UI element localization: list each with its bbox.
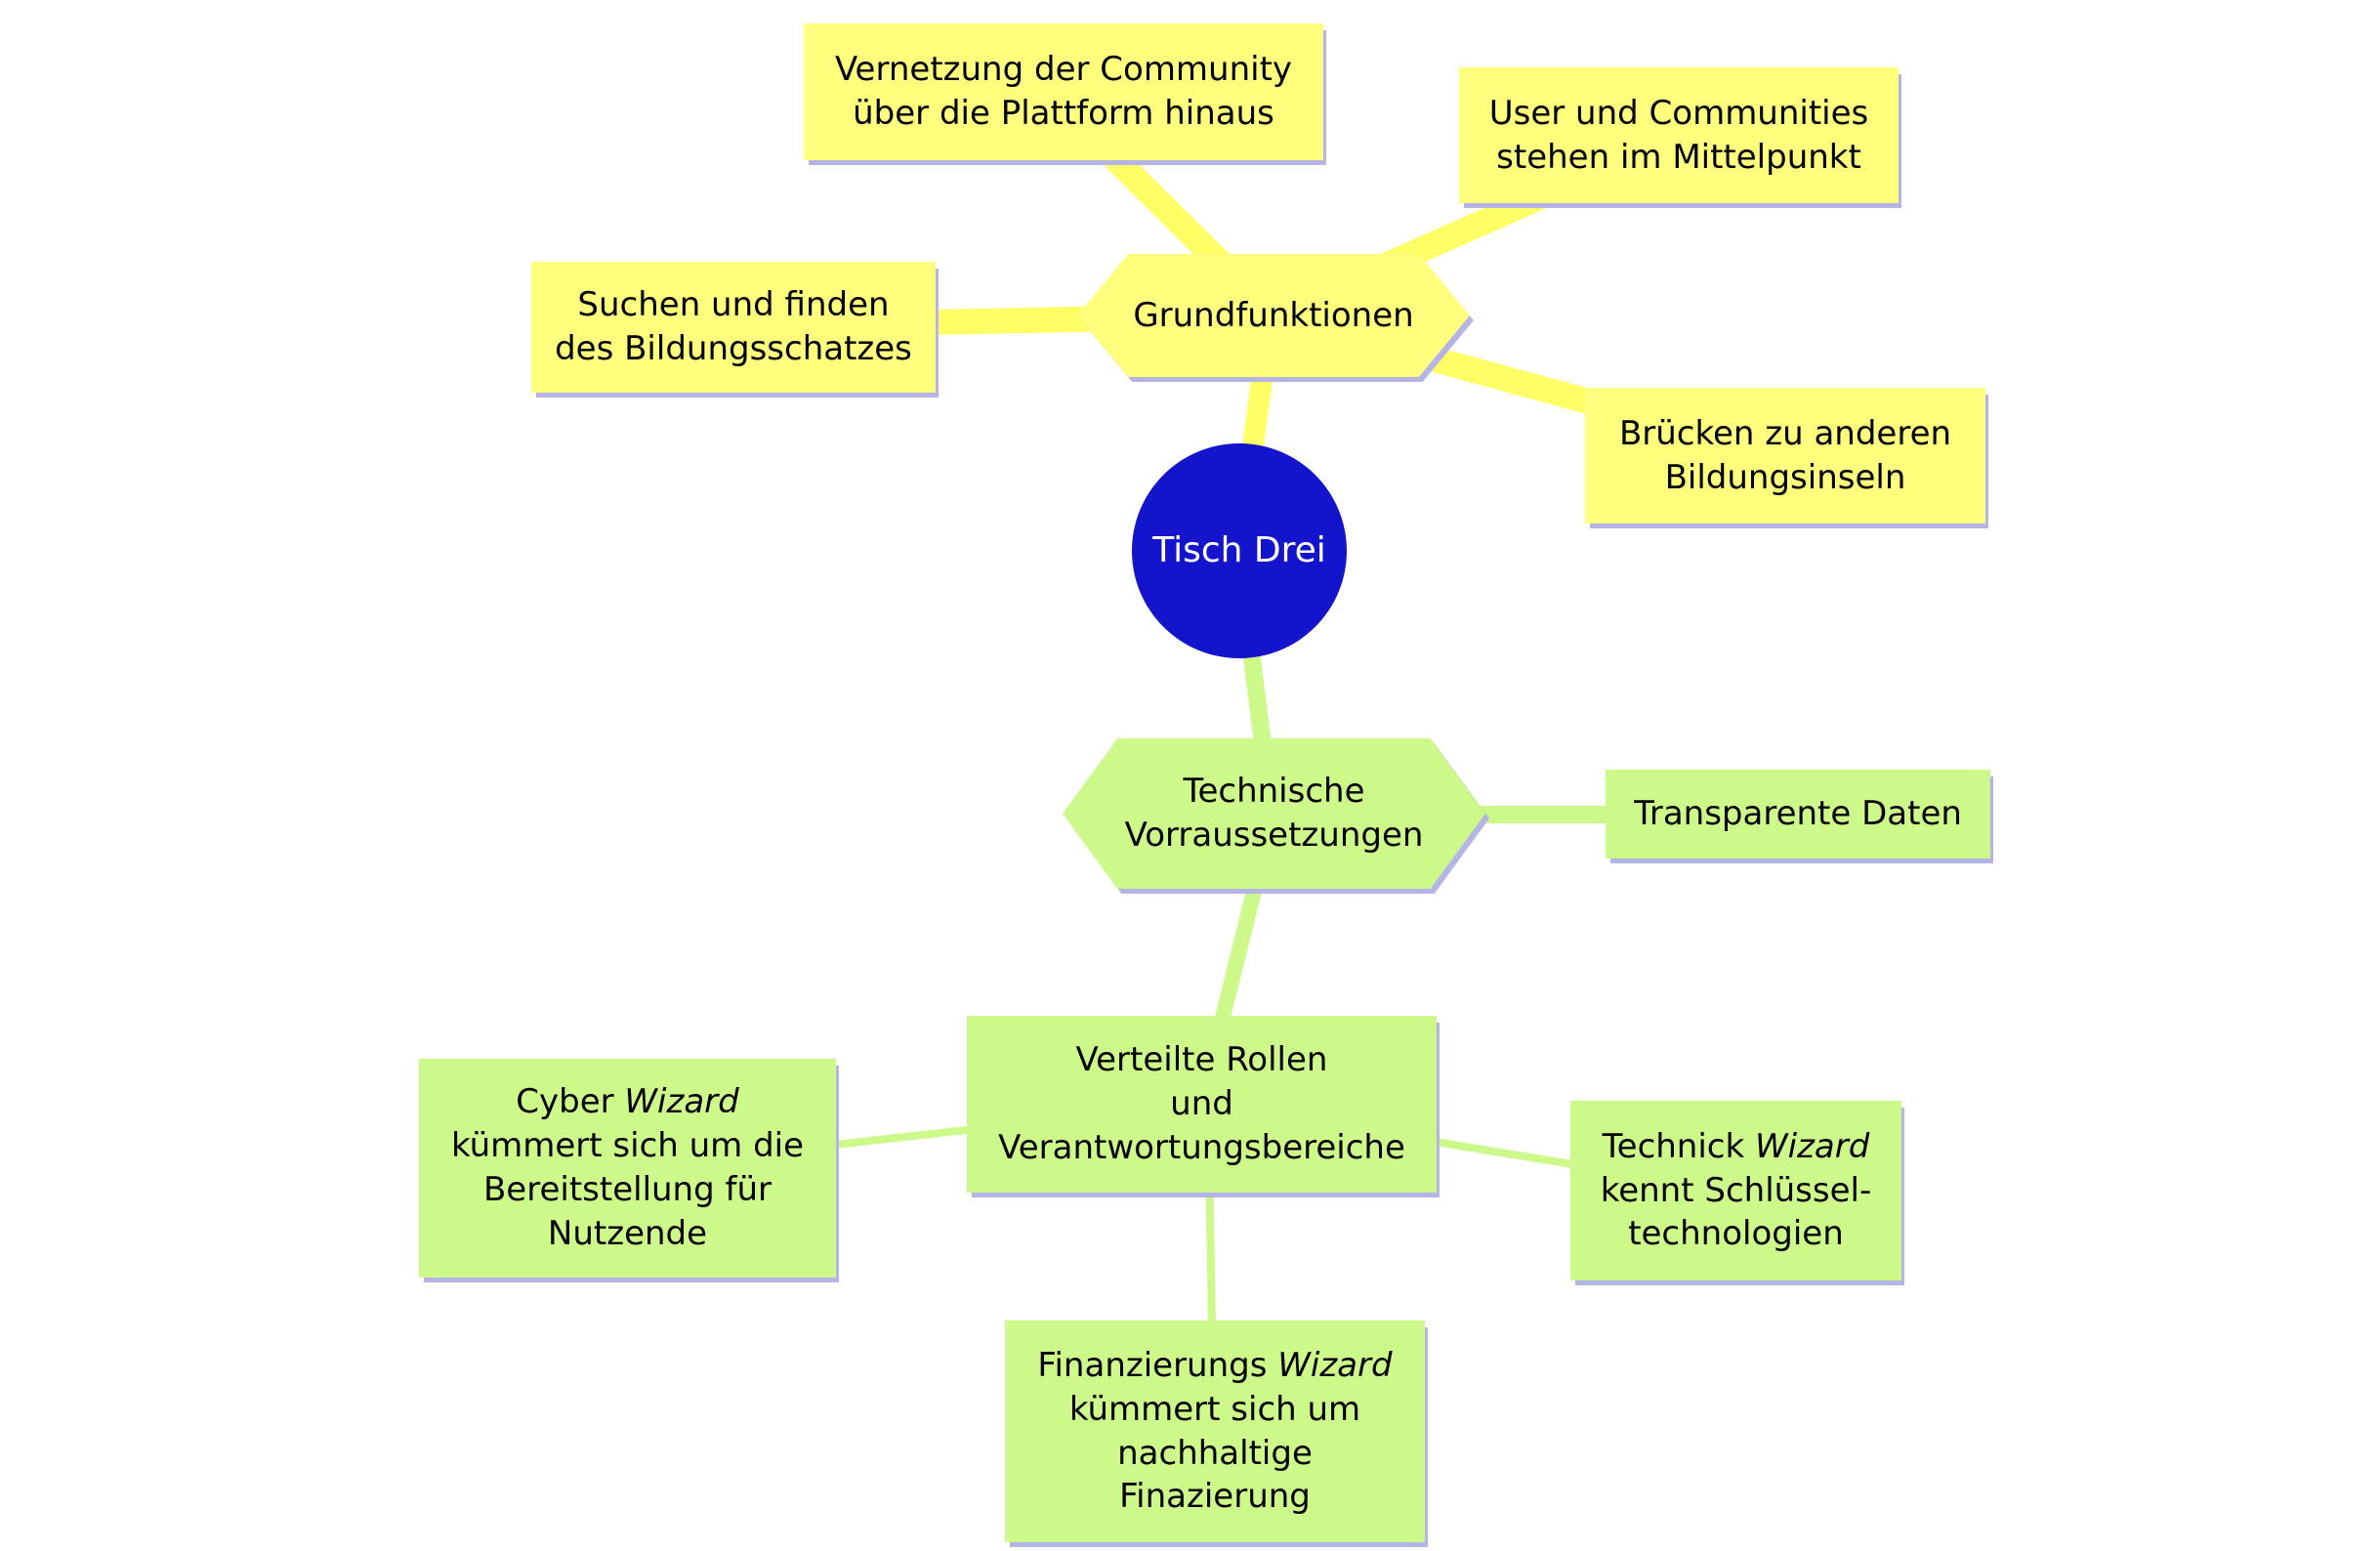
node-label: Brücken zu anderen Bildungsinseln bbox=[1618, 413, 1952, 497]
node-technische-vorraussetzungen[interactable]: Technische Vorraussetzungen bbox=[1063, 738, 1485, 889]
node-label: Verteilte Rollen und Verantwortungsberei… bbox=[998, 1040, 1405, 1167]
node-cyber-wizard[interactable]: Cyber Wizard kümmert sich um die Bereits… bbox=[419, 1059, 836, 1278]
node-label: Technische Vorraussetzungen bbox=[1124, 772, 1424, 855]
node-user-und-communities[interactable]: User und Communities stehen im Mittelpun… bbox=[1459, 67, 1899, 203]
node-label: User und Communities stehen im Mittelpun… bbox=[1488, 93, 1869, 177]
node-technick-wizard[interactable]: Technick Wizard kennt Schlüssel- technol… bbox=[1570, 1101, 1901, 1280]
node-finanzierungs-wizard[interactable]: Finanzierungs Wizard kümmert sich um nac… bbox=[1005, 1320, 1425, 1542]
node-label: Finanzierungs Wizard kümmert sich um nac… bbox=[1037, 1344, 1392, 1520]
label-italic: Wizard bbox=[624, 1082, 739, 1122]
node-label: Technick Wizard kennt Schlüssel- technol… bbox=[1601, 1125, 1872, 1257]
label-prefix: Technick bbox=[1602, 1126, 1755, 1166]
node-bruecken-zu-anderen[interactable]: Brücken zu anderen Bildungsinseln bbox=[1585, 388, 1985, 524]
label-suffix: kümmert sich um nachhaltige Finazierung bbox=[1068, 1389, 1361, 1517]
hexagon-shape: Technische Vorraussetzungen bbox=[1063, 738, 1485, 889]
node-label: Grundfunktionen bbox=[1133, 295, 1414, 335]
label-prefix: Finanzierungs bbox=[1037, 1345, 1278, 1385]
hexagon-shape: Grundfunktionen bbox=[1077, 254, 1470, 377]
node-transparente-daten[interactable]: Transparente Daten bbox=[1606, 770, 1990, 859]
label-suffix: kümmert sich um die Bereitstellung für N… bbox=[450, 1126, 805, 1253]
node-label: Tisch Drei bbox=[1152, 530, 1326, 571]
node-label: Transparente Daten bbox=[1634, 794, 1962, 834]
label-prefix: Cyber bbox=[516, 1082, 625, 1122]
label-suffix: kennt Schlüssel- technologien bbox=[1600, 1170, 1872, 1254]
node-verteilte-rollen[interactable]: Verteilte Rollen und Verantwortungsberei… bbox=[967, 1016, 1437, 1193]
node-suchen-und-finden[interactable]: Suchen und finden des Bildungsschatzes bbox=[531, 262, 936, 393]
node-root-tisch-drei[interactable]: Tisch Drei bbox=[1132, 443, 1347, 658]
node-label: Suchen und finden des Bildungsschatzes bbox=[555, 285, 912, 368]
node-grundfunktionen[interactable]: Grundfunktionen bbox=[1077, 254, 1470, 377]
node-label: Vernetzung der Community über die Plattf… bbox=[834, 50, 1293, 133]
node-label: Cyber Wizard kümmert sich um die Bereits… bbox=[451, 1080, 804, 1256]
label-italic: Wizard bbox=[1277, 1345, 1393, 1385]
label-italic: Wizard bbox=[1755, 1126, 1870, 1166]
node-vernetzung-der-community[interactable]: Vernetzung der Community über die Plattf… bbox=[804, 23, 1323, 160]
